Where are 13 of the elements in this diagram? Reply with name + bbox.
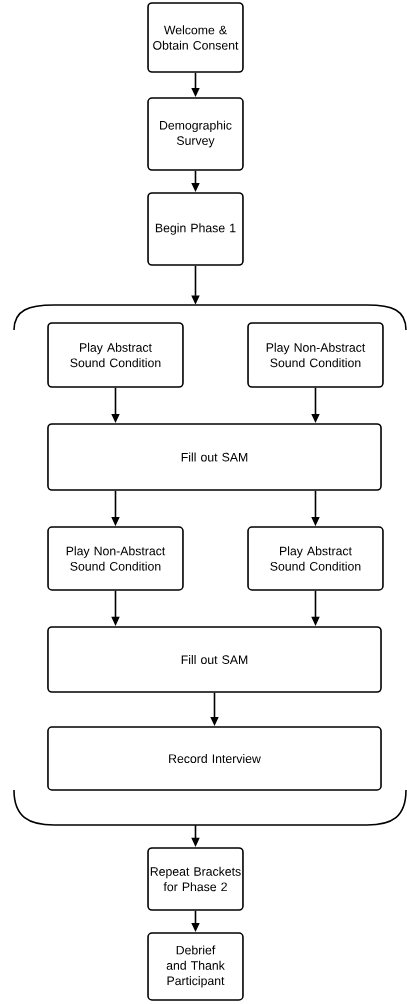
process-box: Record Interview [47,726,382,791]
process-box: Play Non-Abstract Sound Condition [247,322,384,388]
process-box: Play Non-Abstract Sound Condition [47,526,184,591]
process-box: Fill out SAM [47,423,382,491]
bracket-drawing [13,304,407,826]
process-box: Begin Phase 1 [147,192,244,266]
process-box: Debrief and Thank Participant [147,932,244,1001]
process-box: Welcome & Obtain Consent [147,2,244,73]
process-box: Repeat Brackets for Phase 2 [147,847,244,911]
process-box: Fill out SAM [47,626,382,693]
process-box: Play Abstract Sound Condition [247,526,384,591]
process-box: Demographic Survey [147,97,244,171]
process-box: Play Abstract Sound Condition [47,322,184,388]
